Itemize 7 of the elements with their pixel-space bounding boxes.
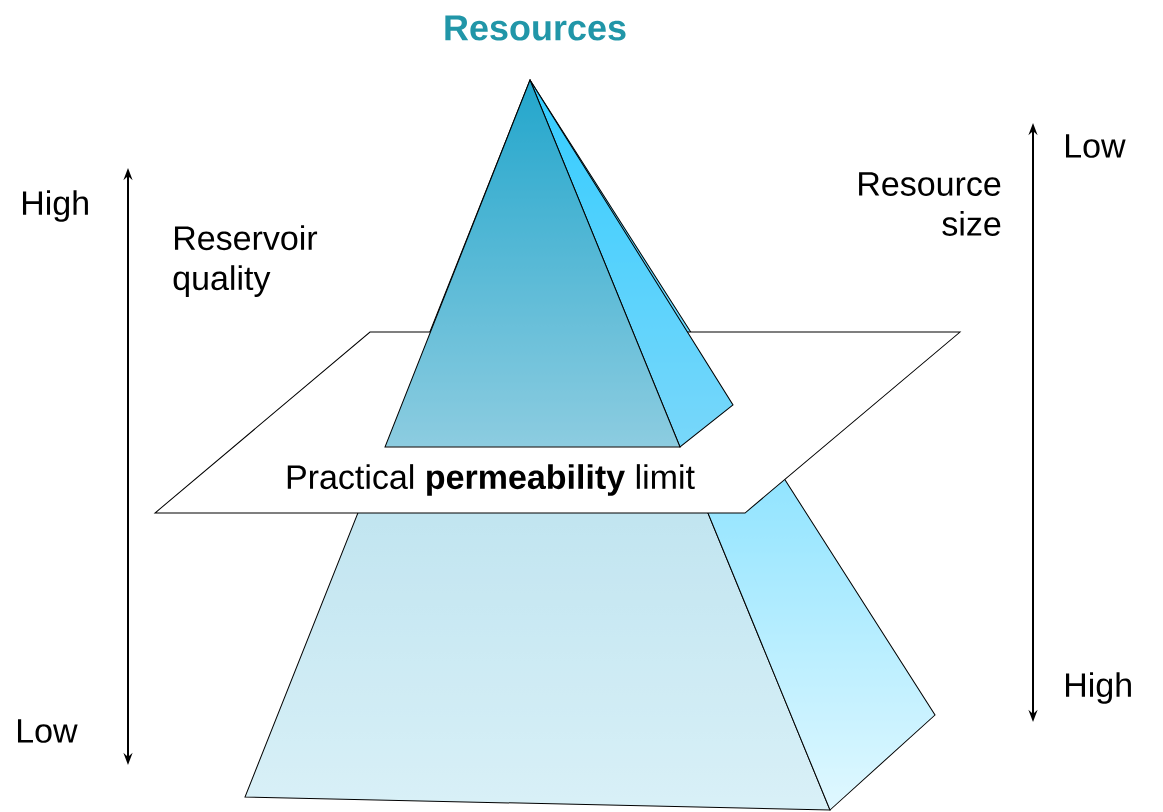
axis-label: Low: [18, 719, 78, 743]
axis-label: High: [23, 190, 88, 222]
axis-label: Low: [1066, 134, 1126, 158]
axis-label: Reservoir quality: [173, 225, 318, 297]
title: Resources: [445, 15, 626, 41]
axis-label: Resource size: [859, 172, 1001, 236]
axis-label: High: [1066, 672, 1131, 704]
